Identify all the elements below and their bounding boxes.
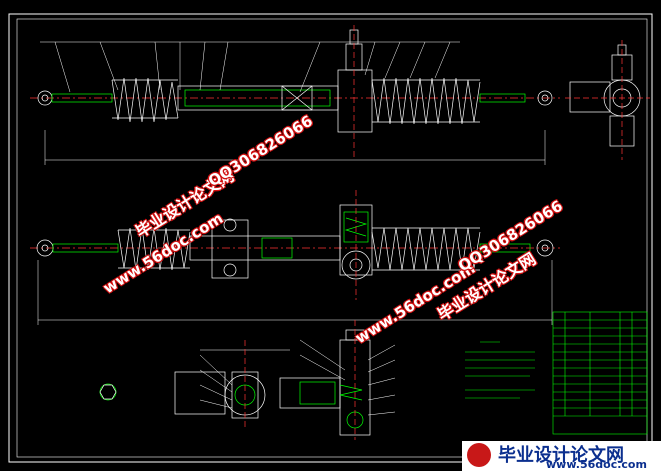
mounting-bracket <box>211 219 249 279</box>
left-bellows <box>111 77 179 123</box>
brand-logo-icon <box>467 443 491 467</box>
drawing-inner-frame <box>16 18 648 458</box>
section-a-leaders <box>199 354 233 409</box>
pinion-housing <box>337 69 373 133</box>
brand-url[interactable]: www.56doc.com <box>546 458 647 471</box>
title-block <box>552 311 648 435</box>
top-assembly-view <box>30 25 560 165</box>
section-views <box>99 320 396 440</box>
drawing-frame <box>8 13 653 463</box>
middle-right-bellows <box>371 227 481 271</box>
brand-banner <box>462 441 661 471</box>
middle-assembly-view <box>30 190 560 325</box>
technical-notes <box>465 341 535 399</box>
end-view <box>565 40 650 160</box>
rack-bar <box>184 89 331 107</box>
section-b-leaders <box>299 339 396 416</box>
middle-left-bellows <box>117 227 191 271</box>
right-tie-rod <box>479 93 526 103</box>
top-leaders <box>40 41 460 93</box>
right-bellows <box>371 77 481 125</box>
brand-name: 毕业设计论文网 <box>498 445 624 466</box>
left-tie-rod <box>51 93 113 103</box>
